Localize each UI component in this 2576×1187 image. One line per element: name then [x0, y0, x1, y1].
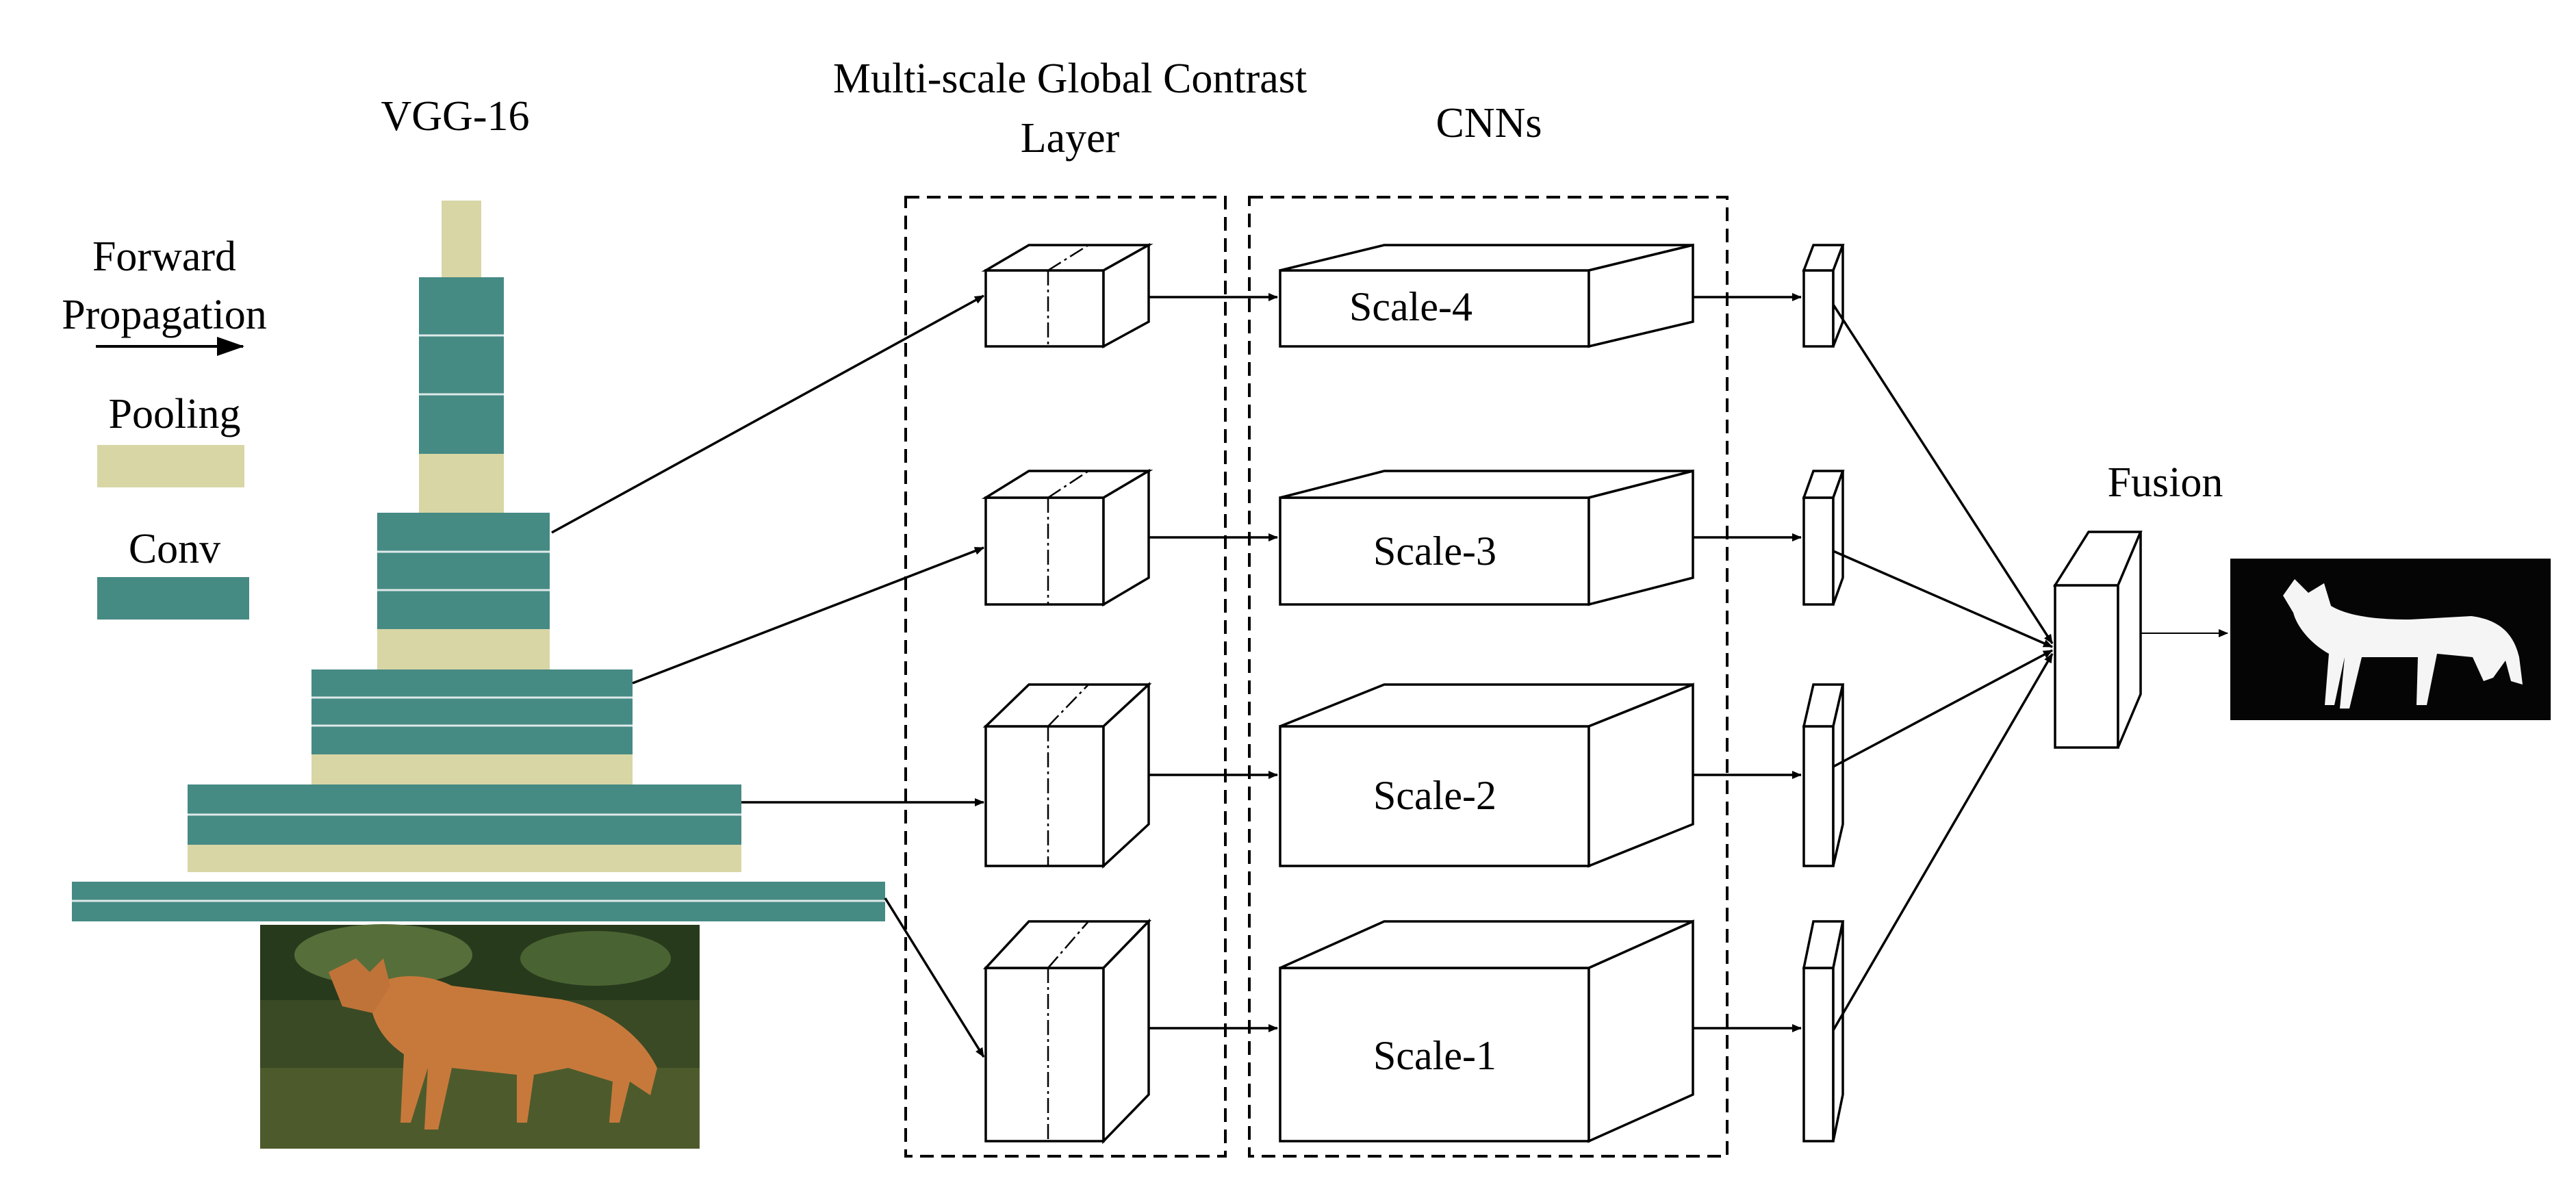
- legend: Forward Propagation Pooling Conv: [62, 233, 267, 620]
- contrast-cube-1: [982, 918, 1152, 1145]
- scale-1-output-map: [1802, 920, 1845, 1143]
- cnns-title: CNNs: [1436, 100, 1542, 146]
- connection-arrows: [551, 293, 2228, 1058]
- fusion-block: [2052, 531, 2143, 749]
- legend-pooling-swatch: [97, 445, 244, 487]
- arrow-map4-to-fusion: [1832, 304, 2054, 644]
- legend-forward-line2: Propagation: [62, 292, 267, 338]
- arrow-map2-to-fusion: [1833, 649, 2053, 768]
- scale-2-block: [1279, 682, 1694, 868]
- conv4-block: [377, 513, 550, 629]
- scale-3-block: [1279, 469, 1694, 607]
- scale-4-label: Scale-4: [1349, 284, 1472, 329]
- vgg16-stack: [72, 201, 885, 921]
- scale-2-label: Scale-2: [1373, 773, 1496, 818]
- conv5-block: [419, 277, 504, 454]
- input-image: [260, 924, 700, 1149]
- arrow-map3-to-fusion: [1833, 550, 2053, 648]
- arrow-conv4-to-mgc3: [632, 546, 984, 685]
- cnns-box: [1248, 196, 1729, 1158]
- scale-1-label: Scale-1: [1373, 1033, 1496, 1078]
- mgc-title-line1: Multi-scale Global Contrast: [833, 55, 1307, 102]
- pool4-block: [419, 454, 504, 513]
- conv3-block: [311, 669, 633, 754]
- scale-3-label: Scale-3: [1373, 528, 1496, 574]
- legend-pooling-label: Pooling: [109, 391, 241, 437]
- scale-4-output-map: [1802, 244, 1845, 348]
- scale-4-block: [1279, 243, 1694, 348]
- mgc-layer-box: [904, 196, 1227, 1158]
- scale-1-block: [1279, 919, 1694, 1143]
- legend-forward-line1: Forward: [92, 233, 236, 280]
- contrast-cube-2: [982, 681, 1152, 869]
- legend-conv-label: Conv: [129, 526, 220, 572]
- arrow-conv5-to-mgc4: [551, 294, 984, 534]
- arrow-conv1-to-mgc1: [884, 897, 985, 1058]
- scale-3-output-map: [1802, 470, 1845, 606]
- legend-conv-swatch: [97, 577, 249, 620]
- pool1-block: [188, 845, 741, 872]
- pool3-block: [377, 629, 550, 669]
- fusion-title: Fusion: [2108, 459, 2223, 506]
- pool2-block: [311, 754, 633, 784]
- contrast-cube-4: [981, 243, 1153, 348]
- output-saliency-map: [2230, 559, 2551, 720]
- scale-2-output-map: [1802, 683, 1845, 867]
- pool5-block: [442, 201, 481, 277]
- mgc-title-line2: Layer: [1021, 115, 1120, 162]
- contrast-cube-3: [981, 468, 1153, 607]
- arrow-map1-to-fusion: [1832, 653, 2054, 1031]
- vgg-title: VGG-16: [381, 93, 530, 140]
